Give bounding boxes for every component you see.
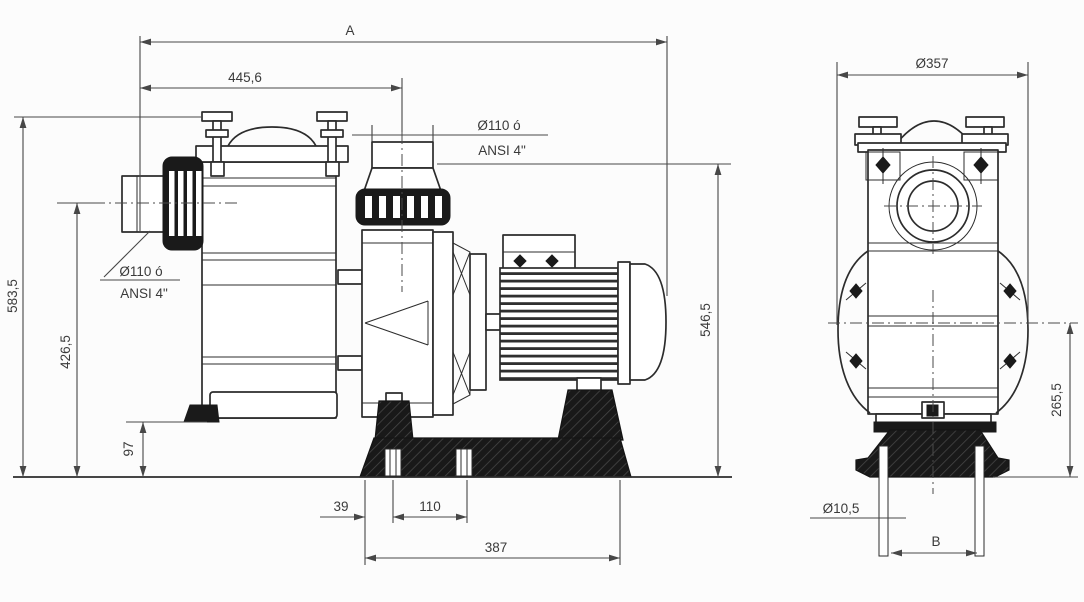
dim-inlet-axis-height: 426,5 — [57, 202, 95, 477]
motor — [499, 234, 667, 441]
dim-outlet-height-label: 546,5 — [698, 303, 713, 337]
base-slot — [455, 448, 473, 477]
inlet-diameter-label: Ø110 ó — [119, 264, 162, 279]
dim-length-to-outlet-axis: 445,6 — [140, 70, 403, 132]
dim-base-plate-height-label: 97 — [121, 441, 136, 456]
clamp-bolt-icon — [875, 156, 891, 174]
label-anchor-bolt-diameter: Ø10,5 — [810, 501, 906, 519]
band-clamp-icon — [1003, 353, 1017, 369]
dim-overall-length: A — [139, 23, 668, 296]
dim-outlet-height: 546,5 — [437, 163, 731, 477]
band-clamp-icon — [1003, 283, 1017, 299]
body-bulge-left — [837, 250, 871, 414]
strainer-tank — [183, 161, 338, 423]
dim-overall-height-label: 583,5 — [5, 279, 20, 313]
dim-overall-length-label: A — [345, 23, 354, 38]
dim-inlet-axis-height-label: 426,5 — [58, 335, 73, 369]
clamp-bolt-icon — [973, 156, 989, 174]
body-bulge-right — [995, 250, 1029, 414]
dim-body-diameter-label: Ø357 — [915, 56, 948, 71]
label-outlet-port: Ø110 ó ANSI 4" — [352, 118, 548, 158]
dim-base-length-label: 387 — [485, 540, 508, 555]
front-lid-bolt-right — [965, 116, 1005, 128]
dim-axis-height: 265,5 — [828, 322, 1078, 478]
tank-lid-clamps — [195, 111, 349, 177]
terminal-bolt-icon — [513, 254, 527, 268]
coupling-bracket — [432, 231, 503, 416]
dim-base-plate-height: 97 — [121, 421, 207, 477]
label-inlet-port: Ø110 ó ANSI 4" — [100, 230, 180, 301]
anchor-bolt-diameter-label: Ø10,5 — [823, 501, 860, 516]
band-clamp-icon — [849, 283, 863, 299]
motor-fins — [499, 267, 619, 381]
band-clamp-icon — [849, 353, 863, 369]
dim-base-bottom: 39 110 387 — [320, 480, 621, 565]
motor-foot — [557, 389, 624, 441]
volute-body — [337, 229, 434, 418]
dim-foot-bolt-spacing: B — [891, 534, 977, 557]
front-lid-bolt-left — [858, 116, 898, 128]
front-view: Ø357 265,5 Ø10,5 B — [810, 56, 1078, 557]
base-slot — [384, 448, 402, 477]
outlet-standard-label: ANSI 4" — [478, 143, 526, 158]
dim-body-diameter: Ø357 — [836, 56, 1029, 325]
side-view: A 445,6 Ø110 ó ANSI 4" Ø110 ó ANSI 4" 58… — [5, 23, 732, 565]
dim-axis-height-label: 265,5 — [1049, 383, 1064, 417]
front-port — [884, 156, 982, 254]
dim-foot-slot-offset-label: 39 — [333, 499, 348, 514]
tank-foot — [183, 404, 220, 423]
anchor-bolts — [878, 445, 985, 557]
terminal-bolt-icon — [545, 254, 559, 268]
discharge-port — [355, 125, 451, 292]
motor-end-cap — [629, 263, 667, 381]
dim-overall-height: 583,5 — [5, 116, 203, 477]
suction-port — [93, 156, 240, 251]
inlet-standard-label: ANSI 4" — [120, 286, 168, 301]
mounting-base — [359, 392, 632, 478]
anchor-bolt-left — [878, 445, 889, 557]
dim-foot-bolt-spacing-label: B — [931, 534, 940, 549]
lid-bolt-right — [316, 111, 348, 122]
anchor-bolt-right — [974, 445, 985, 557]
dim-outlet-axis-label: 445,6 — [228, 70, 262, 85]
lid-bolt-left — [201, 111, 233, 122]
dim-foot-slot-spacing-label: 110 — [419, 499, 441, 514]
outlet-diameter-label: Ø110 ó — [477, 118, 520, 133]
